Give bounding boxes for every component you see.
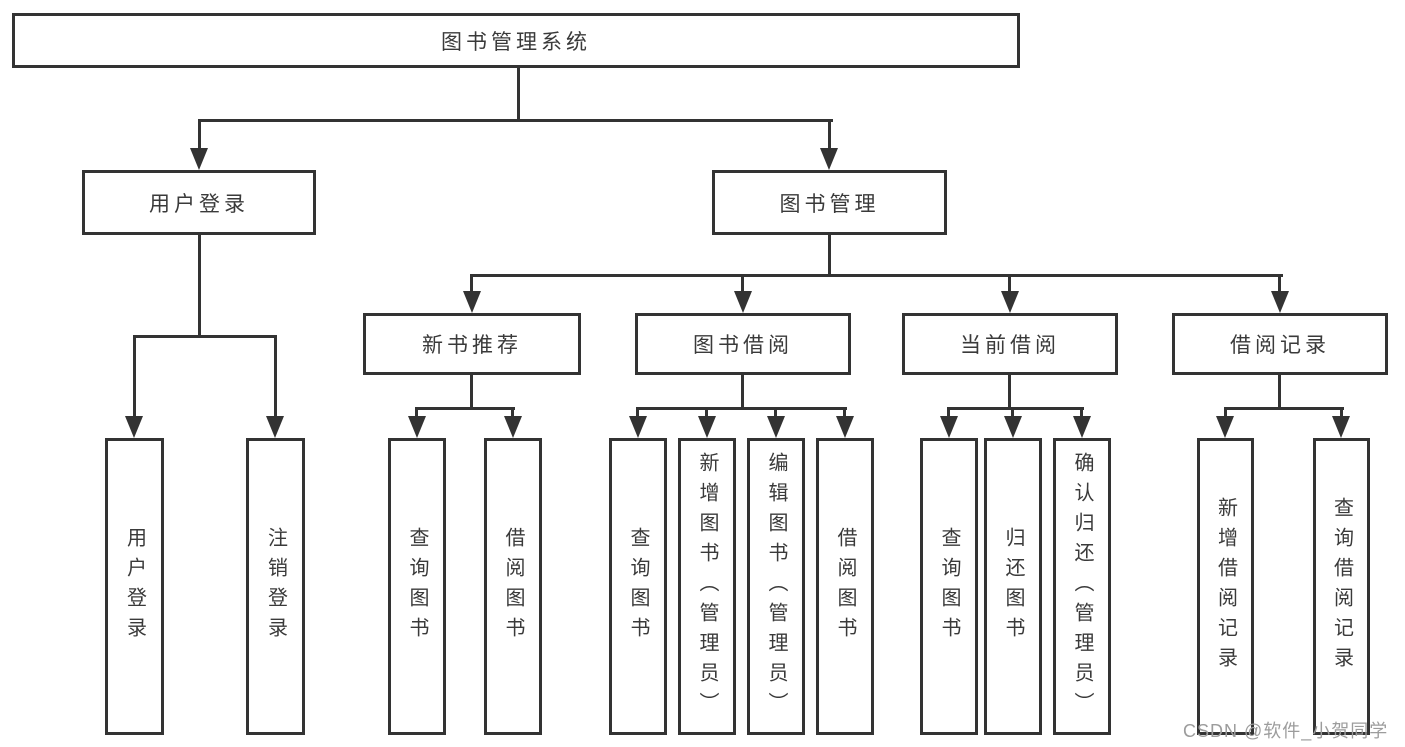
leaf-query-borrow-record: 查询借阅记录 <box>1313 438 1370 735</box>
arrowhead-edit-book <box>767 416 785 438</box>
connector-currentborrow-crossbar <box>947 407 1084 410</box>
connector-bookmgmt-stem <box>828 235 831 277</box>
arrowhead-current-borrow <box>1001 291 1019 313</box>
root-box-library-management-system: 图书管理系统 <box>12 13 1020 68</box>
arrowhead-query-borrow <box>629 416 647 438</box>
leaf-return-book-label: 归还图书 <box>1002 526 1024 647</box>
leaf-query-books-recommend: 查询图书 <box>388 438 446 735</box>
connector-drop-return-book <box>1011 407 1014 418</box>
leaf-query-books-current-label: 查询图书 <box>938 526 960 647</box>
arrowhead-book-borrow <box>734 291 752 313</box>
connector-root-crossbar <box>198 119 833 122</box>
connector-currentborrow-stem <box>1008 375 1011 409</box>
connector-bookborrow-stem <box>741 375 744 409</box>
new-book-recommend-label: 新书推荐 <box>422 334 522 357</box>
arrowhead-add-record <box>1216 416 1234 438</box>
leaf-user-login-label: 用户登录 <box>123 526 146 647</box>
connector-drop-current-borrow <box>1008 274 1011 293</box>
leaf-add-borrow-record: 新增借阅记录 <box>1197 438 1254 735</box>
leaf-add-borrow-record-label: 新增借阅记录 <box>1214 496 1237 677</box>
arrowhead-new-book <box>463 291 481 313</box>
connector-drop-query-borrow <box>636 407 639 418</box>
leaf-query-books-recommend-label: 查询图书 <box>406 526 428 647</box>
connector-drop-add-record <box>1224 407 1227 418</box>
arrowhead-leaf-user-login <box>125 416 143 438</box>
arrowhead-book-management <box>820 148 838 170</box>
arrowhead-confirm-return <box>1073 416 1091 438</box>
connector-drop-confirm-return <box>1080 407 1083 418</box>
arrowhead-query-record <box>1332 416 1350 438</box>
connector-bookborrow-crossbar <box>636 407 847 410</box>
arrowhead-borrow-record <box>1271 291 1289 313</box>
arrowhead-borrow-recommend <box>504 416 522 438</box>
leaf-borrow-books-2: 借阅图书 <box>816 438 874 735</box>
connector-drop-leaf-logout <box>274 335 277 418</box>
leaf-query-books-current: 查询图书 <box>920 438 978 735</box>
connector-drop-borrow-record <box>1278 274 1281 293</box>
leaf-logout-label: 注销登录 <box>264 526 287 647</box>
arrowhead-return-book <box>1004 416 1022 438</box>
connector-drop-book-borrow <box>741 274 744 293</box>
connector-drop-leaf-user-login <box>133 335 136 418</box>
current-borrow-box: 当前借阅 <box>902 313 1118 375</box>
connector-drop-book-management <box>828 119 831 150</box>
connector-drop-borrow-book2 <box>843 407 846 418</box>
leaf-confirm-return-admin-label: 确认归还（管理员） <box>1071 451 1093 722</box>
leaf-user-login: 用户登录 <box>105 438 164 735</box>
new-book-recommend-box: 新书推荐 <box>363 313 581 375</box>
connector-newbook-stem <box>470 375 473 409</box>
book-management-box-label: 图书管理 <box>779 192 880 216</box>
leaf-borrow-books-2-label: 借阅图书 <box>834 526 856 647</box>
leaf-add-book-admin: 新增图书（管理员） <box>678 438 736 735</box>
arrowhead-add-book <box>698 416 716 438</box>
root-box-label: 图书管理系统 <box>441 30 591 54</box>
leaf-query-books-borrow-label: 查询图书 <box>627 526 649 647</box>
user-login-box-label: 用户登录 <box>149 192 249 216</box>
connector-drop-add-book <box>705 407 708 418</box>
connector-userlogin-crossbar <box>133 335 277 338</box>
leaf-edit-book-admin-label: 编辑图书（管理员） <box>765 451 787 722</box>
csdn-watermark: CSDN @软件_小贺同学 <box>1183 721 1389 741</box>
user-login-box: 用户登录 <box>82 170 316 235</box>
connector-drop-query-record <box>1340 407 1343 418</box>
leaf-confirm-return-admin: 确认归还（管理员） <box>1053 438 1111 735</box>
arrowhead-borrow-book2 <box>836 416 854 438</box>
leaf-add-book-admin-label: 新增图书（管理员） <box>696 451 718 722</box>
connector-drop-new-book <box>470 274 473 293</box>
connector-newbook-crossbar <box>415 407 515 410</box>
book-management-box: 图书管理 <box>712 170 947 235</box>
book-borrow-box: 图书借阅 <box>635 313 851 375</box>
arrowhead-leaf-logout <box>266 416 284 438</box>
connector-borrowrecord-stem <box>1278 375 1281 409</box>
connector-bookmgmt-crossbar <box>471 274 1283 277</box>
connector-drop-query-current <box>947 407 950 418</box>
leaf-query-books-borrow: 查询图书 <box>609 438 667 735</box>
borrow-record-label: 借阅记录 <box>1230 334 1330 357</box>
connector-userlogin-stem <box>198 235 201 337</box>
connector-drop-user-login <box>198 119 201 150</box>
arrowhead-user-login <box>190 148 208 170</box>
leaf-return-book: 归还图书 <box>984 438 1042 735</box>
leaf-query-borrow-record-label: 查询借阅记录 <box>1330 496 1353 677</box>
arrowhead-query-current <box>940 416 958 438</box>
leaf-edit-book-admin: 编辑图书（管理员） <box>747 438 805 735</box>
connector-drop-edit-book <box>774 407 777 418</box>
current-borrow-label: 当前借阅 <box>960 334 1060 357</box>
connector-drop-query-recommend <box>415 407 418 418</box>
book-borrow-label: 图书借阅 <box>693 334 793 357</box>
connector-borrowrecord-crossbar <box>1224 407 1344 410</box>
borrow-record-box: 借阅记录 <box>1172 313 1388 375</box>
leaf-borrow-books-recommend-label: 借阅图书 <box>502 526 524 647</box>
connector-drop-borrow-recommend <box>511 407 514 418</box>
leaf-borrow-books-recommend: 借阅图书 <box>484 438 542 735</box>
arrowhead-query-recommend <box>408 416 426 438</box>
leaf-logout: 注销登录 <box>246 438 305 735</box>
connector-root-stem <box>517 68 520 122</box>
